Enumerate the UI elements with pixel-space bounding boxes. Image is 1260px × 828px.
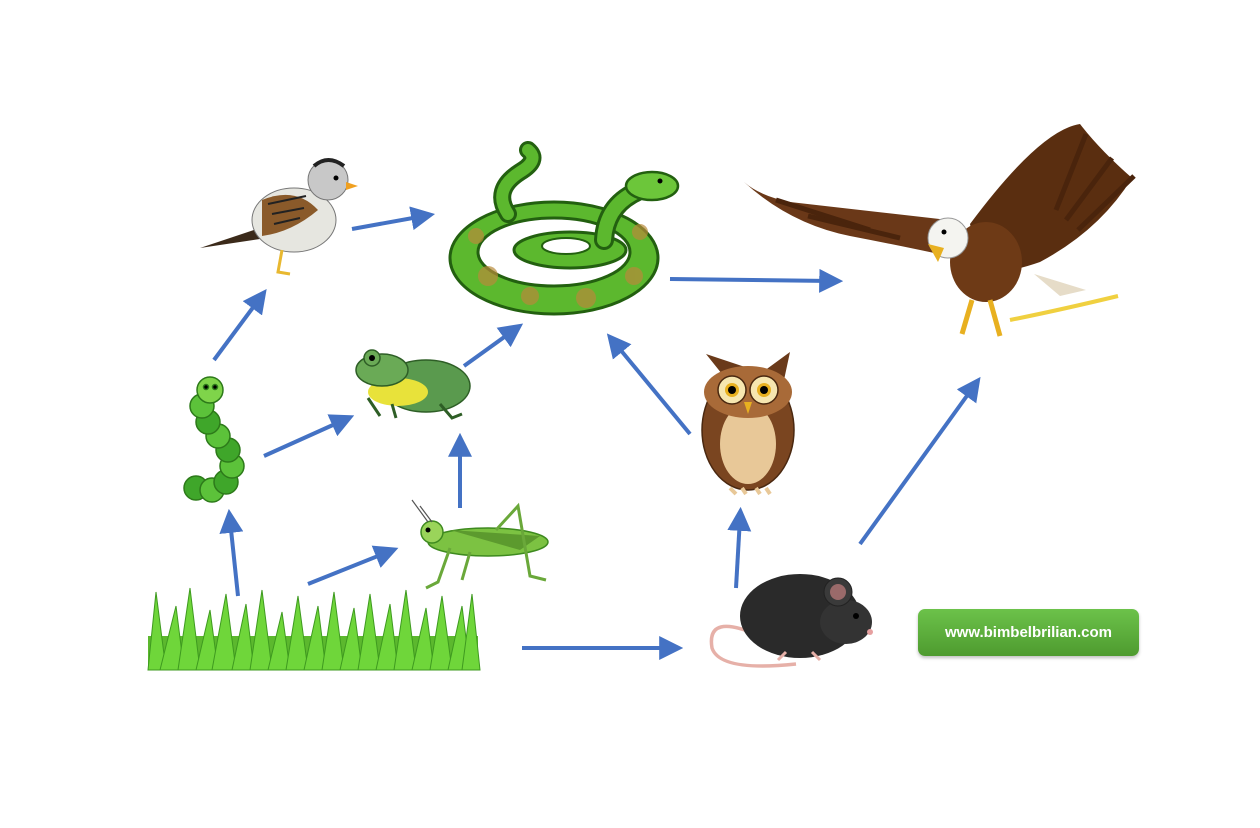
caterpillar-icon (183, 376, 245, 503)
eagle-icon (744, 124, 1136, 337)
snake-icon (448, 141, 680, 316)
sparrow-icon (200, 158, 358, 276)
website-badge[interactable]: www.bimbelbrilian.com (918, 609, 1139, 656)
owl-icon (701, 352, 795, 496)
frog-icon (355, 349, 471, 420)
grasshopper-icon (411, 499, 549, 590)
grass-icon (147, 587, 481, 671)
mouse-icon (709, 574, 873, 668)
arrow-frog-to-snake (462, 323, 524, 368)
arrow-owl-to-snake (606, 333, 692, 436)
arrow-sparrow-to-snake (351, 206, 436, 231)
arrow-caterpillar-to-frog (263, 414, 355, 458)
arrow-grass-to-caterpillar (219, 508, 244, 597)
arrow-mouse-to-owl (727, 506, 752, 589)
arrow-caterpillar-to-sparrow (212, 289, 267, 362)
arrow-mouse-to-eagle (858, 376, 981, 546)
feeding-arrows (212, 206, 981, 660)
arrow-snake-to-eagle (669, 268, 844, 293)
arrow-grass-to-grasshopper (307, 545, 399, 586)
